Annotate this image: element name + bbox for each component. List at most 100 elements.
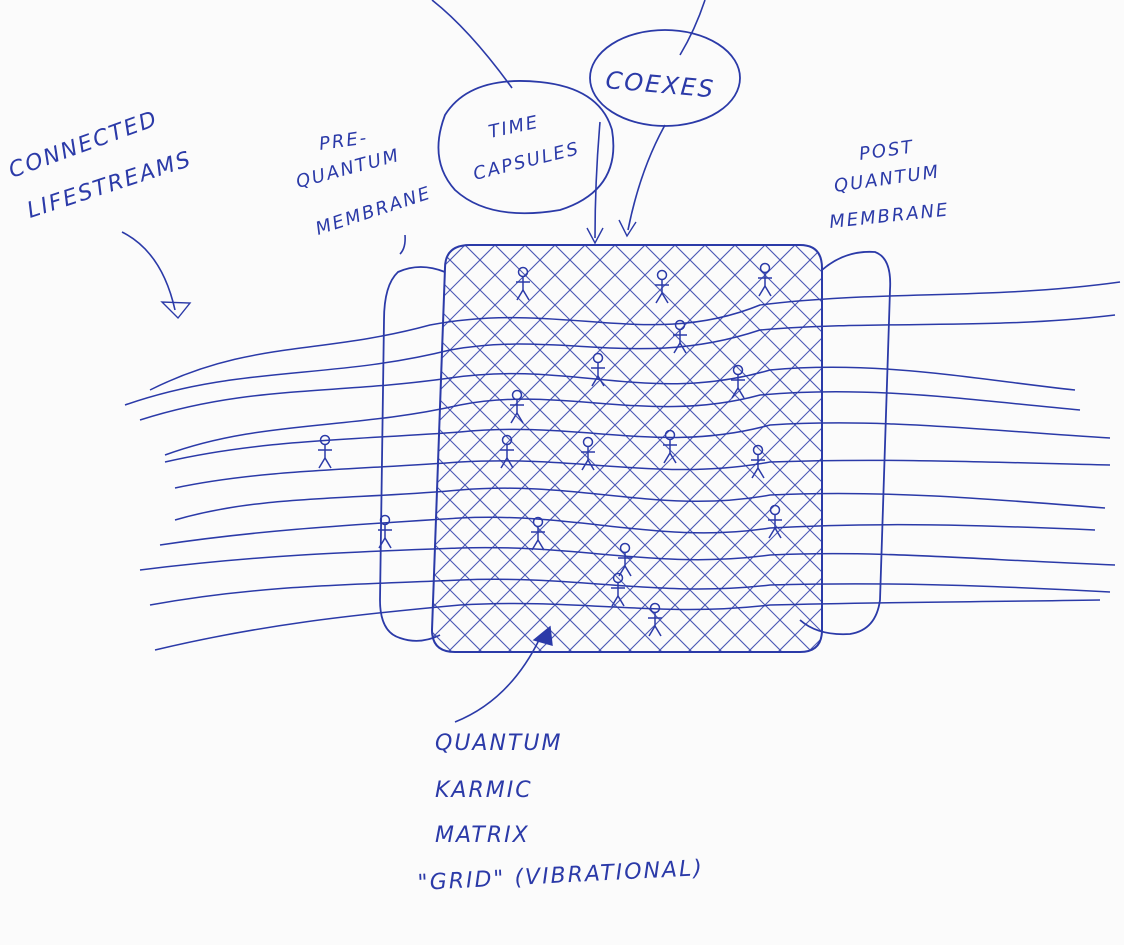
- hatch-line: [860, 240, 1124, 660]
- stick-figure: [611, 572, 625, 607]
- hatch-line: [432, 245, 461, 652]
- hatch-line: [729, 245, 822, 652]
- hatch-line: [432, 245, 641, 652]
- hatch-line: [679, 245, 822, 652]
- hatch-line: [432, 245, 651, 652]
- hatch-line: [432, 245, 701, 652]
- arrow-lifestreams: [121, 231, 176, 311]
- hatch-line: [880, 240, 1124, 660]
- label-pre-quantum: QUANTUM: [294, 145, 403, 193]
- label-coexes: COEXES: [604, 66, 716, 103]
- hatch-line: [789, 245, 822, 652]
- stick-figure: [768, 504, 782, 539]
- time-capsules-bubble: [437, 80, 615, 215]
- label-pre-membrane: MEMBRANE: [313, 183, 434, 240]
- connector-line-time: [431, 0, 513, 89]
- lifestream-line: [174, 487, 1106, 521]
- arrowhead-lifestreams: [160, 301, 192, 320]
- hatch-line: [432, 245, 731, 652]
- lifestream-line: [139, 366, 1076, 421]
- pre-quantum-membrane-shape: [379, 266, 446, 642]
- hatch-line: [579, 245, 822, 652]
- lifestream-line: [174, 459, 1111, 489]
- stick-figure: [655, 269, 669, 304]
- hatch-line: [619, 245, 822, 652]
- hatch-line: [499, 245, 822, 652]
- connector-line-coexes: [679, 0, 706, 56]
- label-quantum: QUANTUM: [435, 731, 562, 756]
- stick-figure: [378, 514, 392, 549]
- hatch-line: [432, 245, 591, 652]
- hatch-line: [432, 245, 822, 652]
- label-post-quantum: QUANTUM: [833, 161, 942, 197]
- hatch-line: [432, 245, 621, 652]
- hatch-line: [819, 245, 822, 652]
- post-quantum-membrane-shape: [799, 250, 892, 636]
- label-grid: "GRID" (VIBRATIONAL): [417, 856, 704, 896]
- arrow-coexes-to-matrix: [627, 124, 666, 231]
- hatch-line: [799, 245, 822, 652]
- hatch-line: [432, 245, 801, 652]
- lifestream-line: [149, 578, 1111, 606]
- hatch-line: [469, 245, 822, 652]
- hatch-line: [830, 240, 1124, 660]
- hatch-line: [709, 245, 822, 652]
- label-pre: PRE-: [318, 127, 370, 155]
- hatch-line: [432, 245, 561, 652]
- stick-figure: [758, 262, 772, 297]
- arrow-pre-membrane: [399, 234, 406, 255]
- lifestream-line: [139, 546, 1116, 571]
- hatch-line: [432, 245, 611, 652]
- lifestream-line: [154, 599, 1101, 651]
- lifestream-line: [164, 390, 1081, 456]
- label-post-membrane: MEMBRANE: [828, 199, 950, 232]
- hatch-line: [739, 245, 822, 652]
- arrowhead-time: [586, 227, 604, 245]
- hatch-line: [432, 245, 551, 652]
- hatch-line: [432, 245, 761, 652]
- stick-figure: [751, 444, 765, 479]
- stick-figure: [581, 436, 595, 471]
- hatch-line: [432, 245, 771, 652]
- hatch-line: [559, 245, 822, 652]
- hatch-line: [432, 245, 741, 652]
- stick-figure: [648, 602, 662, 637]
- label-matrix: MATRIX: [435, 823, 530, 848]
- stick-figure: [531, 516, 545, 551]
- label-post: POST: [858, 136, 916, 165]
- hatch-line: [432, 245, 671, 652]
- hatch-line: [549, 245, 822, 652]
- stick-figure: [318, 434, 332, 469]
- arrowhead-quantum: [532, 625, 553, 646]
- hatch-line: [432, 245, 822, 652]
- stick-figure: [673, 319, 687, 354]
- stick-figure: [516, 266, 530, 301]
- hatch-line: [639, 245, 822, 652]
- stick-figure: [731, 364, 745, 399]
- hatch-line: [432, 245, 531, 652]
- quantum-matrix-border: [430, 244, 823, 653]
- hatch-line: [699, 245, 822, 652]
- hatch-line: [432, 245, 471, 652]
- souls-figures: [318, 262, 782, 637]
- hatch-line: [769, 245, 822, 652]
- hatch-line: [432, 245, 581, 652]
- hatch-line: [432, 245, 491, 652]
- hatch-line: [432, 245, 821, 652]
- stick-figure: [663, 429, 677, 464]
- arrowhead-coexes: [618, 219, 637, 238]
- label-time: TIME: [487, 112, 541, 143]
- hatch-line: [529, 245, 822, 652]
- hatch-line: [489, 245, 822, 652]
- lifestream-line: [159, 516, 1096, 546]
- hatch-line: [432, 245, 501, 652]
- lifestream-line: [124, 314, 1116, 406]
- label-karmic: KARMIC: [435, 778, 533, 803]
- hatch-line: [519, 245, 822, 652]
- hatch-line: [10, 240, 430, 660]
- lifestream-line: [164, 422, 1111, 463]
- label-capsules: CAPSULES: [471, 138, 582, 185]
- lifestream-line: [149, 281, 1121, 391]
